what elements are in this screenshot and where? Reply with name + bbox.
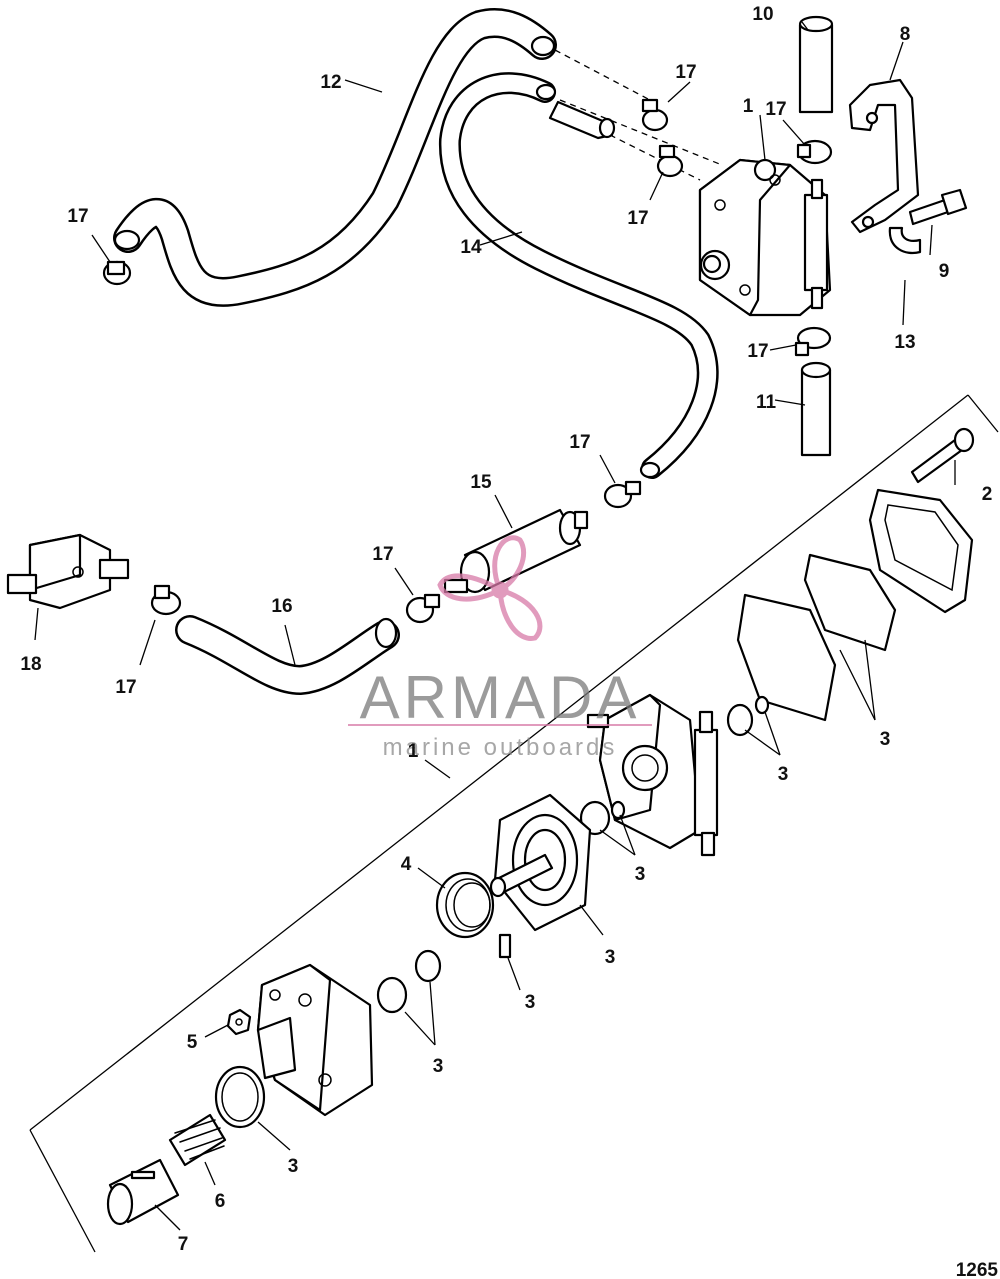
leader-lines (34, 21, 956, 1231)
bolt-2 (910, 427, 975, 484)
fitting-18 (6, 533, 130, 610)
hose-clamp-pump-top (796, 139, 833, 165)
exploded-view-bracket (29, 394, 999, 1253)
hose-clamp-filter-left (405, 593, 441, 624)
fuel-filter-15 (443, 508, 589, 594)
callout-3-diaphragm: 3 (605, 947, 616, 968)
watermark-brand: ARMADA (360, 664, 641, 731)
check-valve-lower (579, 800, 626, 836)
callout-4: 4 (401, 854, 412, 875)
callout-2: 2 (982, 484, 993, 505)
callout-17-filter-right: 17 (569, 432, 590, 453)
figure-number: 1265 (956, 1260, 999, 1279)
diaphragm-assembly (489, 793, 592, 932)
callout-1-exploded: 1 (408, 741, 419, 762)
callout-3-gasket: 3 (880, 729, 891, 750)
callout-3-valve-lower: 3 (635, 864, 646, 885)
callout-3-o-ring-large: 3 (288, 1156, 299, 1177)
callout-3-valve-upper: 3 (778, 764, 789, 785)
hose-clamp-pump-bottom (794, 326, 832, 357)
callout-15: 15 (470, 472, 492, 493)
screw-9 (908, 188, 968, 226)
check-valve-upper (726, 695, 770, 737)
hose-clamp-left (102, 260, 132, 286)
callout-11: 11 (756, 392, 777, 413)
watermark-tagline: marine outboards (383, 734, 618, 761)
callout-14: 14 (460, 237, 482, 258)
spring-6 (168, 1113, 227, 1167)
hose-clamp-top-1 (641, 98, 669, 132)
hose-12 (113, 7, 557, 307)
callout-5: 5 (187, 1032, 198, 1053)
callout-18: 18 (20, 654, 41, 675)
callout-3-pin: 3 (525, 992, 536, 1013)
callout-9: 9 (939, 261, 950, 282)
hose-clamps-17 (102, 98, 833, 624)
callout-7: 7 (178, 1234, 189, 1255)
callout-10: 10 (752, 4, 773, 25)
pin (498, 933, 512, 959)
hose-clamp-top-2 (656, 144, 684, 178)
mounting-bracket-8 (848, 78, 920, 234)
callout-8: 8 (900, 24, 911, 45)
hose-clamp-filter-right (603, 480, 642, 509)
callout-3-o-rings: 3 (433, 1056, 444, 1077)
callout-17-pump-bottom: 17 (747, 341, 768, 362)
callout-17-pump-top: 17 (765, 99, 786, 120)
fuel-pump-assembly-top (698, 158, 832, 317)
propeller-logo (437, 535, 543, 641)
hose-14 (438, 72, 719, 479)
callout-17-top-a: 17 (675, 62, 696, 83)
plunger-7 (106, 1158, 180, 1226)
gasket-large (803, 553, 897, 652)
spring-4 (435, 871, 495, 939)
diaphragm-plate (736, 593, 837, 722)
o-ring-small-a (414, 949, 442, 983)
o-ring-small-b (376, 976, 408, 1014)
clip-13 (888, 226, 922, 255)
callout-12: 12 (320, 72, 341, 93)
pump-base (256, 963, 374, 1117)
hose-11 (800, 361, 832, 457)
callout-17-left: 17 (67, 206, 88, 227)
hose-16 (175, 615, 400, 695)
callout-17-top-b: 17 (627, 208, 648, 229)
callout-17-fitting: 17 (115, 677, 136, 698)
callout-16: 16 (271, 596, 292, 617)
nut-5 (226, 1008, 252, 1036)
hose-10 (798, 15, 834, 114)
callout-labels: 1 1 2 3 3 3 3 3 3 3 4 5 6 7 8 9 10 11 12… (20, 4, 993, 1255)
callout-6: 6 (215, 1191, 226, 1212)
connection-lines (554, 49, 723, 181)
pump-cover (868, 488, 974, 614)
callout-13: 13 (894, 332, 915, 353)
callout-17-filter-left: 17 (372, 544, 393, 565)
o-ring-large (214, 1065, 266, 1129)
callout-1-top: 1 (743, 96, 754, 117)
watermark: ARMADA marine outboards (348, 535, 652, 761)
hose-clamp-fitting (150, 584, 182, 616)
connector-tube (548, 100, 616, 140)
